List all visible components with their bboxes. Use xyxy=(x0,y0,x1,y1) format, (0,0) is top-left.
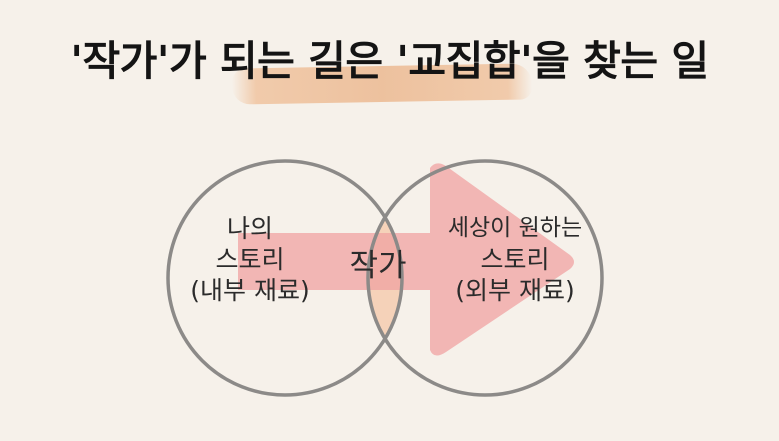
left-label-line: 스토리 xyxy=(215,245,285,274)
page-title: '작가'가 되는 길은 '교집합'을 찾는 일 xyxy=(70,37,709,85)
right-circle xyxy=(366,159,604,397)
left-label-line: (내부 재료) xyxy=(190,276,310,305)
right-circle-label: 세상이 원하는 스토리 (외부 재료) xyxy=(430,213,600,306)
intersection-label: 작가 xyxy=(349,248,407,284)
right-label-line: 스토리 xyxy=(480,245,550,274)
left-label-line: 나의 xyxy=(226,214,273,243)
right-arrow-icon xyxy=(238,163,574,356)
left-circle xyxy=(166,159,404,397)
right-label-line: (외부 재료) xyxy=(455,276,575,305)
left-circle-label: 나의 스토리 (내부 재료) xyxy=(175,213,325,306)
title-area: '작가'가 되는 길은 '교집합'을 찾는 일 xyxy=(0,26,779,105)
right-label-line: 세상이 원하는 xyxy=(447,215,583,241)
